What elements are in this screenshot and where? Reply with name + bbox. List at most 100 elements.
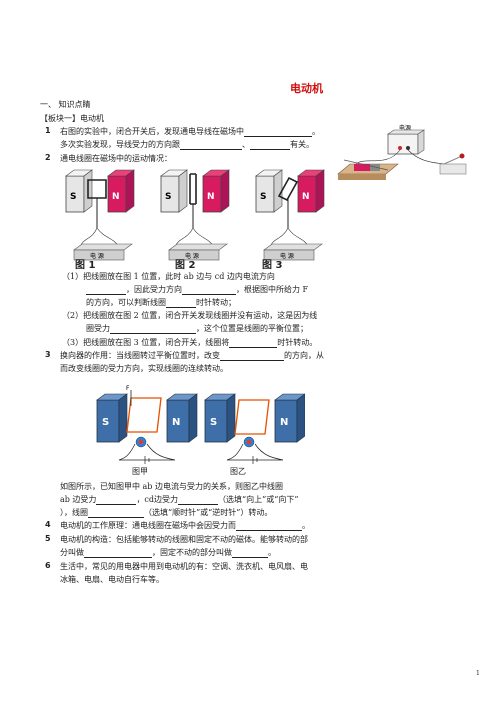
figure-yi: S N (204, 393, 305, 464)
q3b-l3-end: （选填“顺时针”或“逆时针”）转动。 (144, 508, 273, 517)
q1-line1: 右图的实验中，闭合开关后，发现通电导线在磁场中 。 (60, 126, 320, 137)
q1-end: 。 (312, 127, 320, 136)
module-heading: 【板块一】电动机 (40, 114, 104, 123)
q2-number: 2 (45, 153, 51, 162)
q2-s1c-text: 的方向，可以判断线圈 (86, 298, 166, 307)
q2-sub1c: 的方向，可以判断线圈 时针转动； (86, 297, 236, 308)
q2-sub1b: ，因此受力方向 ，根据图中所给力 F (86, 284, 308, 295)
q1-end2: 有关。 (290, 140, 314, 149)
q1-line2: 多次实验发现，导线受力的方向跟 、 有关。 (60, 139, 314, 150)
q1-text: 右图的实验中，闭合开关后，发现通电导线在磁场中 (60, 127, 244, 136)
q3-line1: 换向器的作用：当线圈转过平衡位置时，改变 的方向，从 (60, 350, 324, 361)
q6-line2: 冰箱、电扇、电动自行车等。 (60, 575, 164, 584)
q6-line1: 生活中，常见的用电器中用到电动机的有：空调、洗衣机、电风扇、电 (60, 562, 308, 571)
q1-sep: 、 (242, 140, 250, 149)
power-supply-label: 电 源 (280, 252, 294, 260)
apparatus-figure: 电源 (337, 124, 467, 180)
q6-number: 6 (45, 561, 51, 570)
q3b-l3-text: ），线圈 (60, 508, 88, 517)
svg-text:N: N (280, 417, 288, 428)
switch-knob (459, 153, 465, 159)
coil-figure-2: S N 电 源 (160, 169, 230, 261)
answer-blank[interactable] (180, 140, 242, 150)
wire (355, 149, 401, 165)
answer-blank[interactable] (84, 548, 152, 558)
answer-blank[interactable] (244, 127, 312, 137)
q2-s2b-end: ，这个位置是线圈的平衡位置； (196, 324, 308, 333)
q3b-line3: ），线圈 （选填“顺时针”或“逆时针”）转动。 (60, 507, 272, 518)
answer-blank[interactable] (88, 508, 144, 518)
svg-text:S: S (102, 417, 109, 428)
q3-text: 换向器的作用：当线圈转过平衡位置时，改变 (60, 351, 220, 360)
svg-text:S: S (260, 192, 266, 202)
q3-end: 的方向，从 (284, 351, 324, 360)
svg-text:S: S (210, 417, 217, 428)
q2-s1b-end: ，根据图中所给力 F (236, 285, 309, 294)
section-heading: 一、 知识点睛 (40, 100, 91, 109)
svg-text:N: N (172, 417, 180, 428)
q4-text: 电动机的工作原理：通电线圈在磁场中会因受力而 (60, 521, 236, 530)
q3b-line2: ab 边受力 ，cd边受力 （选填“向上”或“向下” (60, 494, 298, 505)
q2-s3-end: 时针转动。 (277, 338, 318, 347)
figure-3-caption: 图 3 (262, 260, 283, 271)
figure-yi-caption: 图乙 (230, 467, 246, 476)
power-supply-label: 电 源 (185, 252, 199, 260)
q3b-l2-end: （选填“向上”或“向下” (218, 495, 299, 504)
answer-blank[interactable] (96, 495, 137, 505)
q3-line2: 而改变线圈的受力方向，实现线圈的连续转动。 (60, 364, 228, 373)
commutator-figures: S N F S N (96, 385, 305, 464)
answer-blank[interactable] (229, 338, 278, 348)
q5-l2-mid: ，固定不动的部分叫做 (152, 548, 232, 557)
q4-end: 。 (302, 521, 310, 530)
figure-jia-caption: 图甲 (132, 467, 148, 476)
answer-blank[interactable] (166, 298, 196, 308)
wood-base-front (338, 174, 386, 180)
q4-number: 4 (45, 520, 51, 529)
page-number: 1 (476, 670, 480, 677)
q2-s1b-text: ，因此受力方向 (126, 285, 182, 294)
q5-line2: 分叫做，固定不动的部分叫做。 (60, 547, 276, 558)
q2-sub3: （3）把线圈放在图 3 位置，闭合开关，线圈将 时针转动。 (62, 337, 317, 348)
svg-text:N: N (112, 192, 120, 202)
answer-blank[interactable] (232, 548, 268, 558)
svg-text:N: N (302, 192, 310, 202)
switch-lever (443, 155, 463, 165)
answer-blank[interactable] (110, 324, 196, 334)
figure-1-caption: 图 1 (75, 260, 96, 271)
q3b-l2-text: ab 边受力 (60, 495, 97, 504)
q3b-l2-mid: ，cd边受力 (136, 495, 179, 504)
coil-figure-1: S N 电 源 (65, 169, 135, 261)
q5-number: 5 (45, 534, 51, 543)
q2-s2b-text: 圈受力 (86, 324, 110, 333)
figure-2-caption: 图 2 (175, 260, 196, 271)
answer-blank[interactable] (178, 495, 219, 505)
switch-base (439, 163, 467, 175)
power-box-side (417, 129, 425, 155)
answer-blank[interactable] (86, 285, 126, 295)
figure-jia: S N F (96, 385, 198, 464)
answer-blank[interactable] (182, 285, 236, 295)
svg-text:N: N (207, 192, 215, 202)
q1-text2: 多次实验发现，导线受力的方向跟 (60, 140, 180, 149)
answer-blank[interactable] (220, 351, 284, 361)
terminal-black (406, 146, 410, 150)
q4-line1: 电动机的工作原理：通电线圈在磁场中会因受力而 。 (60, 520, 310, 531)
q5-line1: 电动机的构造：包括能够转动的线圈和固定不动的磁体。能够转动的部 (60, 535, 308, 544)
q2-s1c-end: 时针转动； (196, 298, 236, 307)
q2-sub1a: （1）把线圈放在图 1 位置，此时 ab 边与 cd 边内电流方向 (62, 272, 275, 281)
page-title: 电动机 (290, 82, 323, 95)
q5-l2-end: 。 (268, 548, 276, 557)
conductor-rail (343, 159, 389, 171)
answer-blank[interactable] (250, 140, 290, 150)
coil-figure-3: S N 电 源 (255, 169, 325, 261)
power-box (387, 133, 419, 155)
q3-number: 3 (45, 350, 51, 359)
magnet-s (370, 164, 380, 171)
magnet-n (354, 164, 370, 171)
q2-sub2a: （2）把线圈放在图 2 位置，闭合开关发现线圈并没有运动，这是因为线 (62, 311, 318, 320)
q2-s3-text: （3）把线圈放在图 3 位置，闭合开关，线圈将 (62, 338, 230, 347)
answer-blank[interactable] (236, 521, 302, 531)
q2-sub2b: 圈受力 ，这个位置是线圈的平衡位置； (86, 323, 308, 334)
svg-text:F: F (126, 385, 130, 392)
power-label: 电源 (399, 124, 411, 132)
